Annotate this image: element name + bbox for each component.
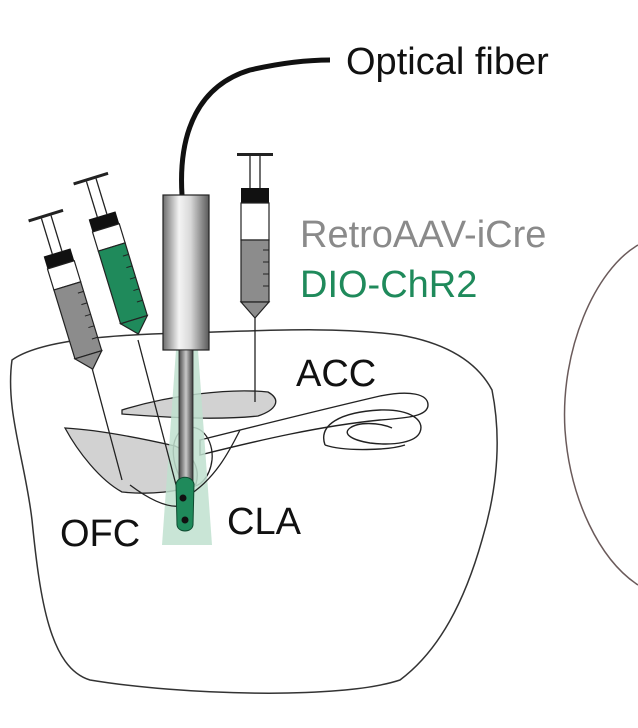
plunger-cap [73, 171, 109, 186]
brain-outline [9, 329, 498, 694]
expression-dot-lower [181, 516, 189, 524]
barrel-fill-gray [240, 239, 270, 303]
chr2-expression-spot [175, 476, 195, 532]
hippocampus-curl [323, 409, 422, 451]
fiber-ferrule [162, 194, 210, 351]
plunger-cap [237, 153, 273, 156]
injection-tract-left [91, 367, 123, 481]
barrel-fill-gray [53, 281, 103, 360]
label-cla: CLA [227, 501, 302, 543]
label-dio-chr2: DIO-ChR2 [300, 264, 477, 306]
barrel-top-black [241, 188, 269, 203]
label-optical-fiber: Optical fiber [346, 41, 549, 83]
plunger-cap [28, 208, 64, 223]
barrel-top-black [88, 211, 120, 232]
barrel-empty [240, 202, 270, 241]
syringe-retroaav-left [28, 208, 103, 370]
injection-tract-middle [137, 339, 181, 501]
expression-dot-upper [179, 494, 187, 502]
syringe-retroaav-right [237, 153, 273, 319]
corpus-callosum [199, 392, 429, 456]
plunger-rod [40, 218, 53, 255]
neighbor-section-outline [563, 244, 638, 586]
label-retroaav-icre: RetroAAV-iCre [300, 214, 546, 256]
barrel-fill-green [97, 242, 149, 325]
label-ofc: OFC [60, 513, 140, 555]
syringe-dio-chr2 [73, 171, 149, 335]
optical-fiber-cable [179, 57, 331, 196]
barrel-top-black [43, 248, 75, 269]
label-acc: ACC [296, 353, 376, 395]
